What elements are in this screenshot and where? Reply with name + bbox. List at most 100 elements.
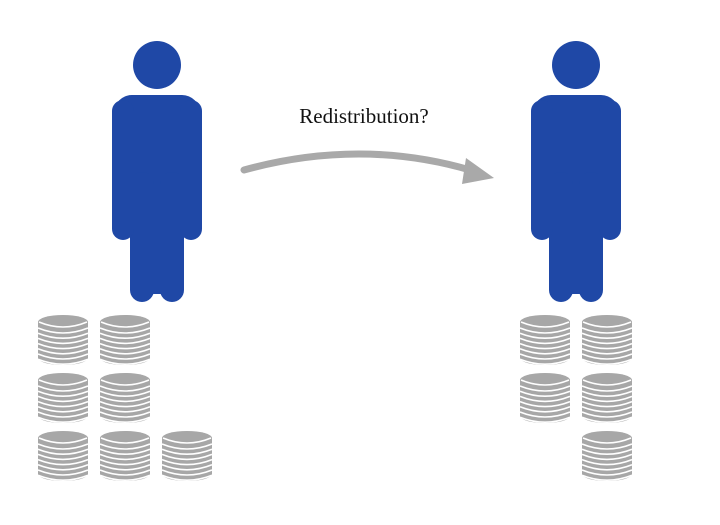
coin-line	[37, 464, 89, 471]
coin-line	[519, 416, 571, 423]
coin-line	[37, 474, 89, 481]
coin-line	[582, 379, 632, 386]
coin-line	[581, 458, 633, 466]
coin-line	[37, 385, 89, 392]
coin-stack-icon	[582, 315, 632, 365]
coin-line	[581, 342, 633, 350]
coin-line	[519, 353, 571, 360]
coin-line	[519, 348, 571, 355]
coin-line	[99, 474, 151, 481]
coin-line	[99, 327, 151, 334]
coin-line	[161, 448, 213, 455]
coin-line	[37, 411, 89, 418]
coin-line	[99, 353, 151, 360]
coin-line	[100, 379, 150, 386]
coin-line	[100, 321, 150, 328]
coin-line	[581, 400, 633, 408]
curved-arrow-icon	[240, 150, 494, 184]
coin-line	[37, 395, 89, 403]
coin-stack-icon	[38, 315, 88, 365]
coin-line	[37, 353, 89, 360]
right-coin-stacks	[520, 315, 632, 481]
coin-line	[581, 353, 633, 360]
person-icon	[531, 41, 621, 302]
coin-line	[99, 416, 151, 423]
coin-line	[581, 332, 633, 339]
coin-line	[37, 348, 89, 355]
coin-line	[38, 379, 88, 386]
coin-line	[37, 332, 89, 339]
coin-line	[37, 406, 89, 413]
coin-line	[519, 385, 571, 392]
coin-line	[37, 342, 89, 350]
coin-stack-icon	[38, 373, 88, 423]
coin-line	[520, 379, 570, 386]
coin-line	[37, 453, 89, 461]
coin-line	[581, 411, 633, 418]
coin-line	[162, 437, 212, 444]
coin-line	[37, 416, 89, 423]
coin-line	[161, 469, 213, 476]
coin-line	[37, 469, 89, 476]
coin-line	[99, 337, 151, 345]
coin-line	[581, 390, 633, 397]
coin-line	[519, 390, 571, 397]
coin-line	[519, 411, 571, 418]
coin-line	[582, 321, 632, 328]
coin-line	[519, 395, 571, 403]
coin-line	[37, 400, 89, 408]
coin-line	[161, 474, 213, 481]
coin-stack-icon	[162, 431, 212, 481]
coin-line	[581, 443, 633, 450]
coin-line	[99, 400, 151, 408]
coin-line	[161, 458, 213, 466]
coin-line	[99, 358, 151, 365]
coin-line	[99, 453, 151, 461]
coin-line	[100, 437, 150, 444]
coin-line	[581, 453, 633, 461]
coin-line	[161, 453, 213, 461]
coin-line	[99, 406, 151, 413]
coin-line	[99, 443, 151, 450]
coin-line	[581, 348, 633, 355]
coin-line	[99, 348, 151, 355]
coin-stack-icon	[100, 431, 150, 481]
coin-line	[581, 464, 633, 471]
coin-line	[161, 464, 213, 471]
coin-line	[519, 400, 571, 408]
coin-line	[99, 332, 151, 339]
coin-stack-icon	[38, 431, 88, 481]
coin-line	[519, 406, 571, 413]
coin-line	[581, 474, 633, 481]
coin-line	[99, 464, 151, 471]
coin-line	[99, 448, 151, 455]
left-coin-stacks	[38, 315, 212, 481]
coin-line	[581, 406, 633, 413]
coin-line	[99, 411, 151, 418]
redistribution-label: Redistribution?	[299, 104, 429, 128]
coin-line	[519, 342, 571, 350]
coin-line	[519, 327, 571, 334]
coin-line	[581, 385, 633, 392]
coin-line	[99, 395, 151, 403]
coin-line	[519, 332, 571, 339]
coin-line	[581, 358, 633, 365]
coin-line	[99, 390, 151, 397]
coin-stack-icon	[520, 315, 570, 365]
coin-stack-icon	[582, 373, 632, 423]
coin-line	[581, 416, 633, 423]
coin-line	[37, 448, 89, 455]
coin-line	[37, 358, 89, 365]
coin-line	[37, 327, 89, 334]
coin-line	[520, 321, 570, 328]
coin-line	[519, 358, 571, 365]
coin-line	[581, 395, 633, 403]
coin-line	[581, 448, 633, 455]
coin-stack-icon	[520, 373, 570, 423]
coin-line	[37, 390, 89, 397]
coin-line	[99, 469, 151, 476]
coin-line	[99, 342, 151, 350]
coin-line	[37, 337, 89, 345]
